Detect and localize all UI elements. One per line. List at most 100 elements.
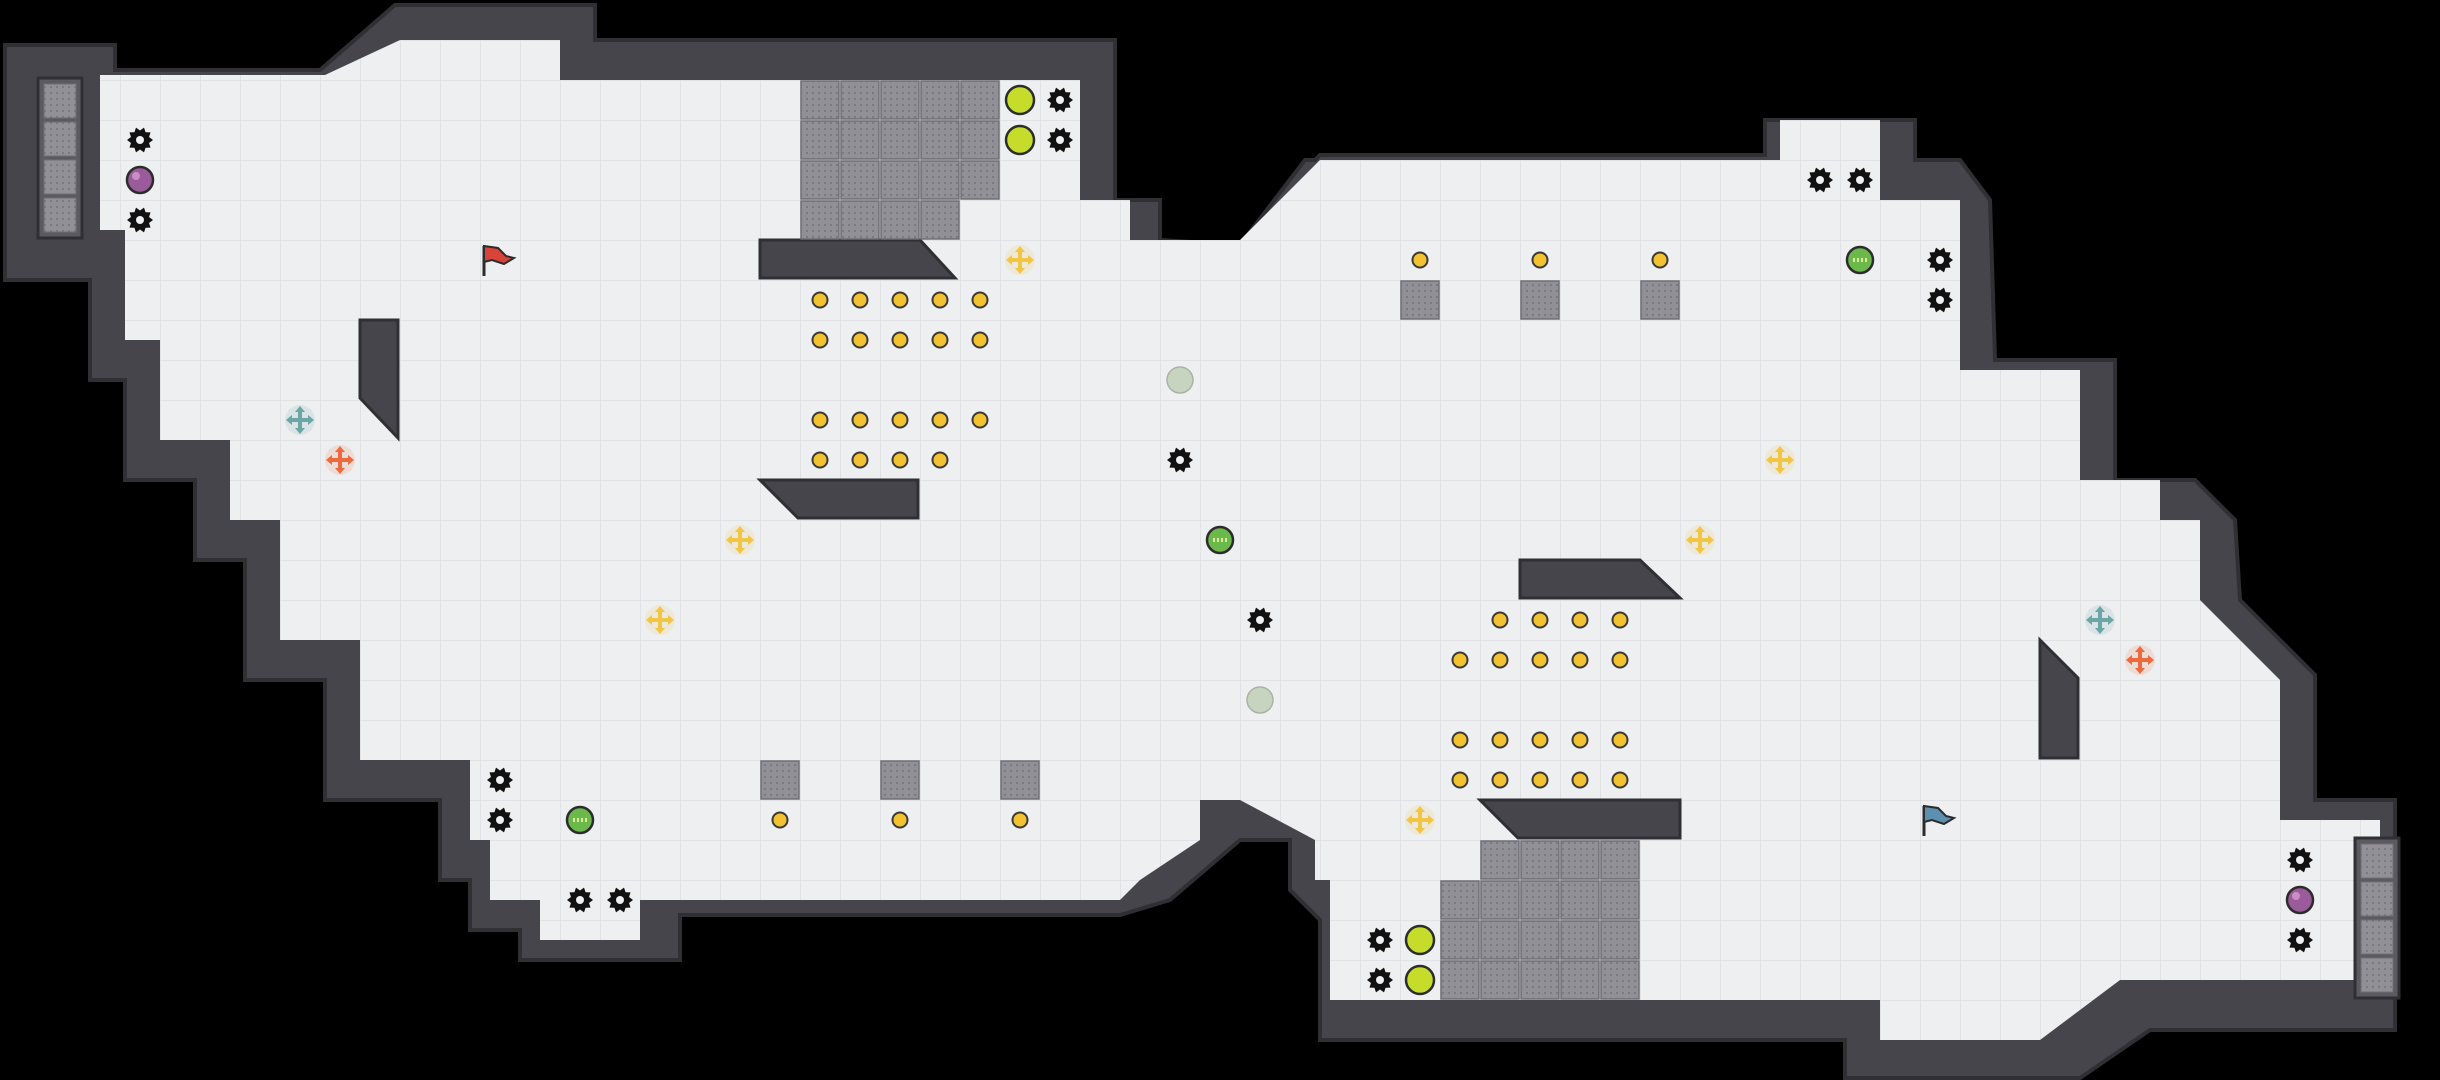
purple-orb-icon[interactable] — [125, 165, 155, 195]
crate-block-icon — [920, 160, 960, 200]
crate-block-icon — [1520, 840, 1560, 880]
wall-obstacle — [1518, 558, 1684, 600]
coin-icon — [1571, 611, 1589, 629]
coin-icon — [1531, 651, 1549, 669]
crate-block-icon — [920, 80, 960, 120]
level-floor — [100, 40, 2380, 1040]
ghost-ball-icon — [1166, 366, 1194, 394]
crate-block-icon — [840, 200, 880, 240]
crate-block-icon — [840, 120, 880, 160]
gear-icon — [1047, 87, 1073, 113]
coin-icon — [931, 451, 949, 469]
coin-icon — [851, 291, 869, 309]
coin-icon — [931, 291, 949, 309]
crate-block-icon — [920, 120, 960, 160]
coin-icon — [1491, 611, 1509, 629]
wall-obstacle — [1476, 798, 1682, 840]
gear-icon — [127, 207, 153, 233]
coin-icon — [771, 811, 789, 829]
coin-icon — [1451, 651, 1469, 669]
obstacle-layer — [36, 76, 2401, 1000]
wall-panel-cell — [43, 121, 77, 157]
crate-block-icon — [1480, 920, 1520, 960]
teal-move-arrows-icon[interactable] — [285, 405, 315, 435]
gear-icon — [1047, 127, 1073, 153]
coin-icon — [1491, 651, 1509, 669]
coin-icon — [811, 331, 829, 349]
coin-icon — [1531, 731, 1549, 749]
coin-icon — [1491, 731, 1509, 749]
crate-block-icon — [1520, 280, 1560, 320]
crate-block-icon — [880, 160, 920, 200]
blue-flag-icon[interactable] — [1922, 804, 1957, 836]
gear-icon — [127, 127, 153, 153]
coin-icon — [891, 411, 909, 429]
wall-panel-cell — [2360, 881, 2394, 917]
coin-icon — [1611, 771, 1629, 789]
wall-obstacle — [756, 478, 920, 520]
coin-icon — [811, 291, 829, 309]
lime-switch-icon[interactable] — [1004, 84, 1036, 116]
gear-icon — [567, 887, 593, 913]
crate-block-icon — [1560, 880, 1600, 920]
coin-icon — [931, 331, 949, 349]
gear-icon — [487, 807, 513, 833]
crate-block-icon — [1480, 880, 1520, 920]
lime-switch-icon[interactable] — [1004, 124, 1036, 156]
wall-panel-cell — [43, 159, 77, 195]
coin-icon — [891, 451, 909, 469]
green-ball-icon[interactable] — [1205, 525, 1235, 555]
crate-block-icon — [960, 80, 1000, 120]
coin-icon — [1611, 651, 1629, 669]
crate-block-icon — [960, 160, 1000, 200]
yellow-move-arrows-icon[interactable] — [725, 525, 755, 555]
yellow-move-arrows-icon[interactable] — [645, 605, 675, 635]
crate-block-icon — [880, 120, 920, 160]
crate-block-icon — [920, 200, 960, 240]
coin-icon — [891, 291, 909, 309]
coin-icon — [891, 811, 909, 829]
coin-icon — [1451, 731, 1469, 749]
crate-block-icon — [1560, 920, 1600, 960]
gear-icon — [1927, 247, 1953, 273]
crate-block-icon — [1560, 840, 1600, 880]
crate-block-icon — [1440, 960, 1480, 1000]
crate-block-icon — [1520, 920, 1560, 960]
coin-icon — [1531, 771, 1549, 789]
red-flag-icon[interactable] — [482, 244, 517, 276]
purple-orb-icon[interactable] — [2285, 885, 2315, 915]
coin-icon — [851, 451, 869, 469]
gear-icon — [2287, 927, 2313, 953]
green-ball-icon[interactable] — [1845, 245, 1875, 275]
orange-move-arrows-icon[interactable] — [325, 445, 355, 475]
wall-obstacle — [358, 318, 400, 442]
gear-icon — [487, 767, 513, 793]
green-ball-icon[interactable] — [565, 805, 595, 835]
crate-block-icon — [800, 200, 840, 240]
teal-move-arrows-icon[interactable] — [2085, 605, 2115, 635]
crate-block-icon — [1600, 960, 1640, 1000]
coin-icon — [1531, 251, 1549, 269]
crate-block-icon — [1440, 920, 1480, 960]
yellow-move-arrows-icon[interactable] — [1005, 245, 1035, 275]
coin-icon — [1491, 771, 1509, 789]
gear-icon — [2287, 847, 2313, 873]
crate-block-icon — [1600, 840, 1640, 880]
lime-switch-icon[interactable] — [1404, 964, 1436, 996]
crate-block-icon — [760, 760, 800, 800]
gear-icon — [1847, 167, 1873, 193]
yellow-move-arrows-icon[interactable] — [1405, 805, 1435, 835]
wall-panel-cell — [2360, 957, 2394, 993]
coin-icon — [1451, 771, 1469, 789]
yellow-move-arrows-icon[interactable] — [1765, 445, 1795, 475]
orange-move-arrows-icon[interactable] — [2125, 645, 2155, 675]
lime-switch-icon[interactable] — [1404, 924, 1436, 956]
crate-block-icon — [1600, 880, 1640, 920]
crate-block-icon — [1400, 280, 1440, 320]
yellow-move-arrows-icon[interactable] — [1685, 525, 1715, 555]
crate-block-icon — [1480, 960, 1520, 1000]
crate-block-icon — [1480, 840, 1520, 880]
gear-icon — [1247, 607, 1273, 633]
crate-block-icon — [800, 160, 840, 200]
